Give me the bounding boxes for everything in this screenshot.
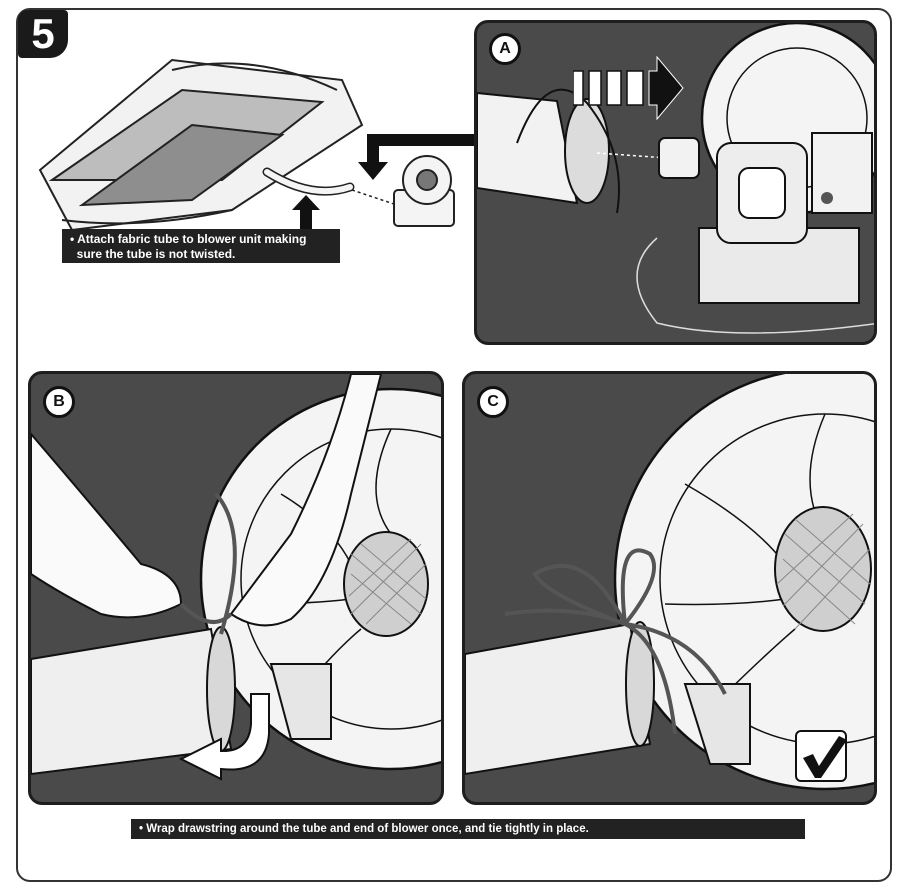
arrow-right-icon: [573, 55, 684, 121]
panel-a: A: [474, 20, 877, 345]
panel-c-illustration: [465, 374, 874, 791]
panel-b-illustration: [31, 374, 441, 781]
panel-b-label: B: [43, 386, 75, 418]
arrow-down-left-icon: [358, 134, 477, 180]
arrow-up-icon: [292, 195, 320, 235]
inflatable-mattress-drawing: [38, 58, 364, 232]
attach-instruction-caption: • Attach fabric tube to blower unit maki…: [62, 229, 340, 263]
panel-c: C: [462, 371, 877, 805]
wrap-arrow-icon: [178, 693, 270, 781]
small-blower-drawing: [393, 155, 455, 227]
panel-b: B: [28, 371, 444, 805]
drawstring-bow-drawing: [504, 548, 727, 735]
panel-c-label: C: [477, 386, 509, 418]
panel-a-label: A: [489, 33, 521, 65]
step-number-badge: 5: [18, 10, 68, 58]
panel-a-illustration: [477, 23, 874, 334]
check-mark-icon: [803, 736, 847, 778]
wrap-instruction-caption: • Wrap drawstring around the tube and en…: [131, 819, 805, 839]
overview-illustration: [38, 58, 477, 235]
check-box: [795, 730, 847, 782]
